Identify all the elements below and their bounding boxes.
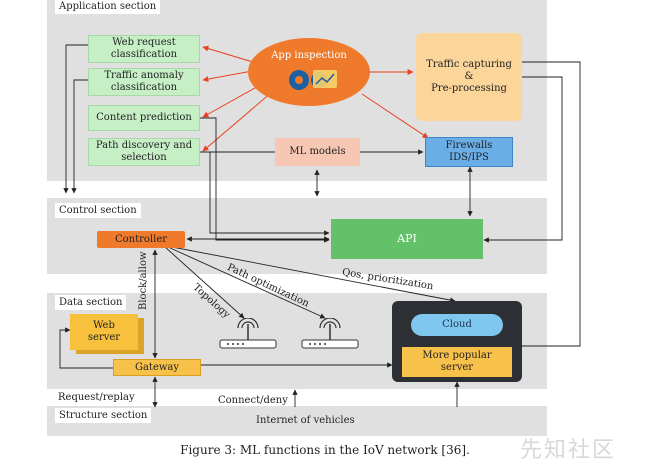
- function-web-request: Web request classification: [88, 35, 200, 63]
- cloud-icon: [411, 314, 503, 336]
- edge-inspect-firewall: [361, 93, 429, 139]
- structure-section-label: Structure section: [55, 408, 152, 423]
- ml-models-box: ML models: [275, 138, 360, 166]
- app-inspection-label: App inspection: [271, 50, 347, 61]
- edge-inspect-content: [202, 83, 263, 118]
- watermark-text: 先知社区: [520, 438, 617, 463]
- web-server-label: Web server: [87, 320, 121, 343]
- function-path-discovery: Path discovery and selection: [88, 138, 200, 166]
- edge-inspect-path: [202, 91, 273, 152]
- traffic-capturing-box: Traffic capturing & Pre-processing: [416, 33, 522, 121]
- popular-server-box: More popular server: [402, 347, 512, 377]
- gateway-box: Gateway: [113, 359, 201, 376]
- data-section-label: Data section: [55, 295, 127, 310]
- controller-box: Controller: [97, 231, 185, 248]
- internet-of-vehicles-label: Internet of vehicles: [256, 415, 355, 426]
- router-icon: [219, 318, 277, 349]
- figure-caption: Figure 3: ML functions in the IoV networ…: [180, 443, 470, 457]
- application-section-label: Application section: [55, 0, 161, 14]
- connect-deny-label: Connect/deny: [218, 395, 288, 406]
- firewalls-box: Firewalls IDS/IPS: [425, 137, 513, 167]
- api-box: API: [331, 219, 483, 259]
- control-section-label: Control section: [55, 203, 141, 218]
- popular-server-label: More popular server: [422, 350, 492, 373]
- gears-icon: [289, 70, 337, 90]
- request-replay-label: Request/replay: [58, 392, 135, 403]
- web-server-box: Web server: [70, 314, 138, 350]
- function-traffic-anomaly: Traffic anomaly classification: [88, 68, 200, 96]
- edge-inspect-web: [202, 45, 257, 64]
- block-allow-label: Block/allow: [138, 251, 149, 310]
- app-inspection-ellipse: [248, 38, 370, 106]
- router-icon: [301, 318, 359, 349]
- firewalls-label: Firewalls IDS/IPS: [445, 140, 493, 163]
- function-content-prediction: Content prediction: [88, 105, 200, 131]
- cloud-label: Cloud: [442, 319, 472, 330]
- traffic-capturing-label: Traffic capturing & Pre-processing: [426, 59, 512, 94]
